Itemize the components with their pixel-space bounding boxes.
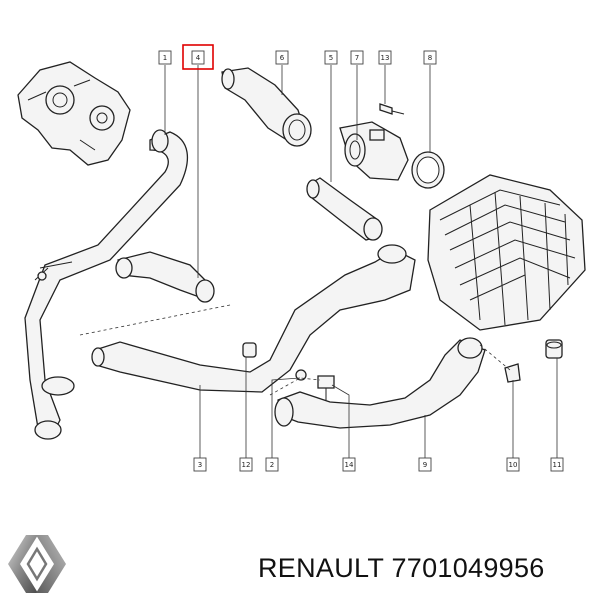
sensor-7: [339, 121, 409, 181]
brand-part-label: RENAULT 7701049956: [258, 553, 545, 584]
svg-text:8: 8: [428, 54, 432, 62]
pipe-9: [274, 337, 486, 429]
hose-4: [115, 251, 215, 303]
svg-text:13: 13: [381, 54, 390, 62]
svg-text:2: 2: [270, 461, 274, 469]
highlight-frame: [182, 44, 214, 70]
svg-text:1: 1: [163, 54, 167, 62]
svg-text:12: 12: [242, 461, 251, 469]
clamp-12: [242, 342, 257, 358]
callout-10: 10: [506, 457, 520, 472]
callout-6: 6: [275, 50, 289, 65]
svg-text:14: 14: [345, 461, 354, 469]
renault-diamond-logo: [8, 535, 66, 593]
callout-1: 1: [158, 50, 172, 65]
svg-text:11: 11: [553, 461, 562, 469]
callout-5: 5: [324, 50, 338, 65]
turbo-housing: [17, 61, 131, 166]
callout-8: 8: [423, 50, 437, 65]
hose-1: [24, 129, 189, 440]
svg-text:3: 3: [198, 461, 202, 469]
bolt-14: [317, 375, 335, 400]
svg-text:4: 4: [196, 54, 201, 62]
pipe-5: [306, 177, 383, 241]
pipe-3: [91, 244, 416, 393]
svg-text:6: 6: [280, 54, 285, 62]
svg-text:7: 7: [355, 54, 359, 62]
bolt-13: [379, 103, 405, 115]
callout-4: 4: [191, 50, 205, 65]
callout-13: 13: [378, 50, 392, 65]
callout-2: 2: [265, 457, 279, 472]
air-filter-box: [427, 174, 586, 331]
brand-name: RENAULT: [258, 553, 384, 583]
svg-text:10: 10: [509, 461, 518, 469]
svg-text:9: 9: [423, 461, 427, 469]
callout-14: 14: [342, 457, 356, 472]
part-number: 7701049956: [391, 553, 545, 583]
o-ring-8: [411, 151, 445, 189]
callout-7: 7: [350, 50, 364, 65]
callout-3: 3: [193, 457, 207, 472]
callout-12: 12: [239, 457, 253, 472]
leader-lines: [79, 65, 558, 458]
callout-11: 11: [550, 457, 564, 472]
callout-9: 9: [418, 457, 432, 472]
sensor-2: [295, 369, 307, 381]
svg-text:5: 5: [329, 54, 333, 62]
grommet-11: [545, 339, 563, 359]
hose-6: [221, 67, 312, 147]
clip-10: [504, 363, 521, 383]
